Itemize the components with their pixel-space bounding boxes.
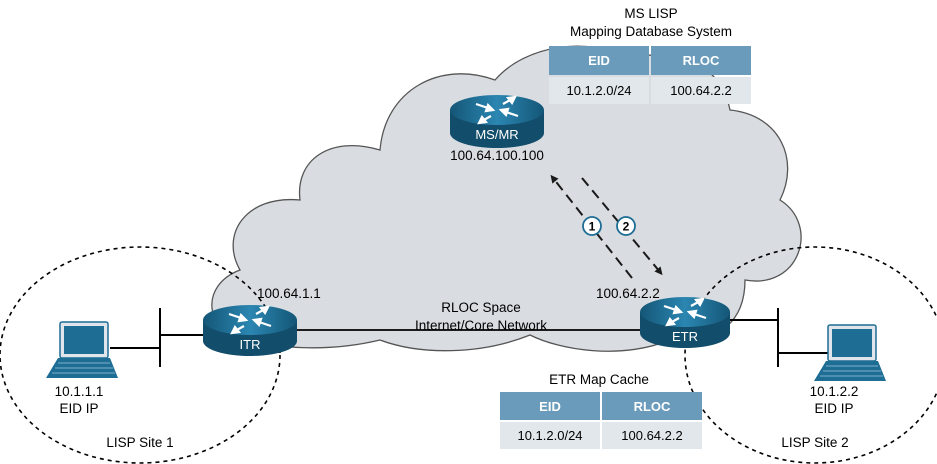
lisp-site-1-boundary xyxy=(0,246,281,464)
etr-table-eid-value: 10.1.2.0/24 xyxy=(517,428,582,443)
msmr-ip: 100.64.100.100 xyxy=(450,148,544,163)
lisp-site-2-boundary xyxy=(684,246,937,464)
msmr-label: MS/MR xyxy=(475,127,518,142)
etr-table-eid-cell xyxy=(500,422,600,449)
etr-ip: 100.64.2.2 xyxy=(596,286,660,301)
step-1-badge xyxy=(582,216,602,236)
ms-table-header-eid-cell xyxy=(549,46,649,75)
ms-table-eid-value: 10.1.2.0/24 xyxy=(566,83,631,98)
site1-name: LISP Site 1 xyxy=(106,435,173,450)
map-reply-arrow xyxy=(581,177,663,276)
site2-laptop-icon xyxy=(814,324,886,381)
ms-table-title-1: MS LISP xyxy=(624,6,677,21)
site2-host-type: EID IP xyxy=(814,401,853,416)
cloud-label-line2: Internet/Core Network xyxy=(415,318,547,333)
ms-table-title-2: Mapping Database System xyxy=(570,24,732,39)
itr-router-icon xyxy=(203,305,297,356)
etr-table-header-rloc: RLOC xyxy=(634,399,671,414)
etr-table-title: ETR Map Cache xyxy=(549,372,649,387)
step-2-number: 2 xyxy=(623,220,630,234)
map-request-arrow xyxy=(550,174,633,279)
ms-table-rloc-cell xyxy=(651,77,751,104)
site1-host-type: EID IP xyxy=(59,401,98,416)
etr-table-header-rloc-cell xyxy=(602,392,702,420)
step-1-number: 1 xyxy=(589,220,596,234)
etr-table-header-eid: EID xyxy=(539,399,561,414)
site1-laptop-icon xyxy=(46,321,118,378)
etr-label: ETR xyxy=(672,329,698,344)
itr-ip: 100.64.1.1 xyxy=(257,286,321,301)
itr-label: ITR xyxy=(240,337,261,352)
cloud-label-line1: RLOC Space xyxy=(441,300,521,315)
site2-host-ip: 10.1.2.2 xyxy=(810,384,859,399)
msmr-router-icon xyxy=(450,95,544,148)
step-2-badge xyxy=(616,216,636,236)
etr-table-rloc-cell xyxy=(602,422,702,449)
ms-table-rloc-value: 100.64.2.2 xyxy=(670,83,731,98)
etr-router-icon xyxy=(640,297,730,348)
site2-name: LISP Site 2 xyxy=(781,435,848,450)
etr-table-header-eid-cell xyxy=(500,392,600,420)
rloc-cloud xyxy=(211,45,802,352)
etr-table-rloc-value: 100.64.2.2 xyxy=(621,428,682,443)
ms-table-header-eid: EID xyxy=(588,53,610,68)
ms-table-header-rloc: RLOC xyxy=(683,53,720,68)
site1-host-ip: 10.1.1.1 xyxy=(55,384,104,399)
ms-table-eid-cell xyxy=(549,77,649,104)
ms-table-header-rloc-cell xyxy=(651,46,751,75)
